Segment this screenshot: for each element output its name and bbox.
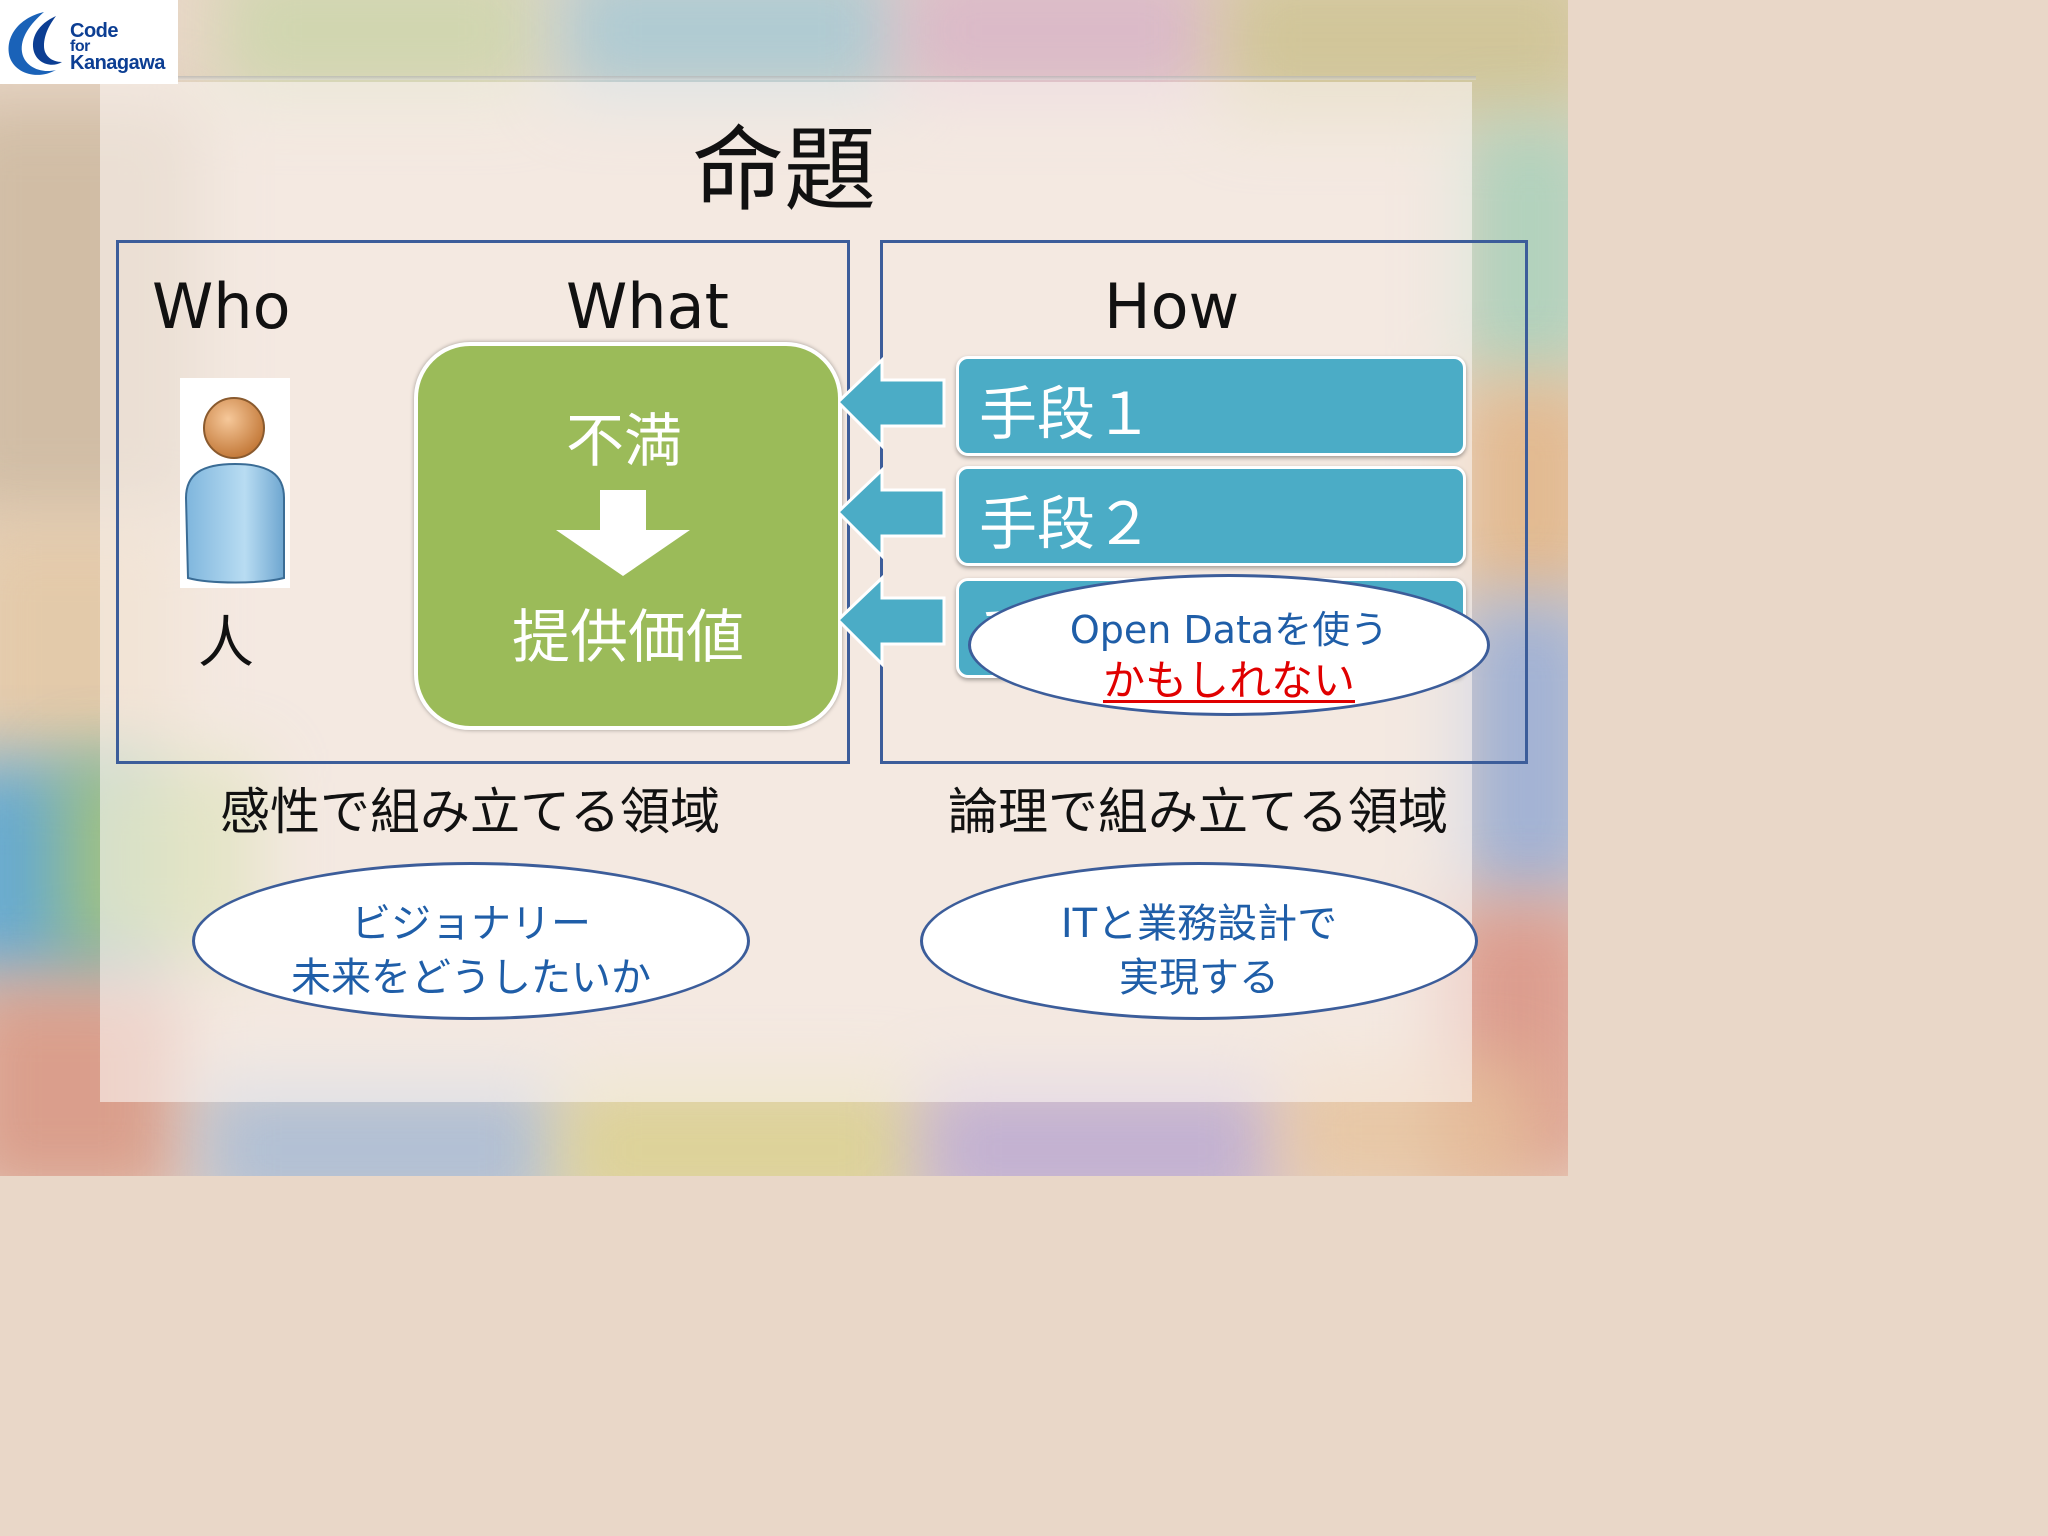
means-2-box: 手段２ bbox=[956, 466, 1466, 566]
person-label: 人 bbox=[198, 611, 254, 676]
slide-title: 命題 bbox=[691, 117, 876, 224]
visionary-line-1: ビジョナリー bbox=[351, 901, 591, 947]
means-2-arrow-icon bbox=[838, 466, 946, 560]
means-1-label: 手段１ bbox=[979, 380, 1154, 448]
logo-line-for: for bbox=[70, 38, 90, 55]
code-for-kanagawa-logo: Code for Kanagawa bbox=[0, 0, 178, 84]
means-1-box: 手段１ bbox=[956, 356, 1466, 456]
left-area-label: 感性で組み立てる領域 bbox=[220, 783, 720, 841]
implementation-line-2: 実現する bbox=[1119, 955, 1279, 1001]
right-area-label: 論理で組み立てる領域 bbox=[948, 783, 1448, 841]
visionary-ellipse: ビジョナリー 未来をどうしたいか bbox=[192, 862, 750, 1020]
implementation-ellipse: ITと業務設計で 実現する bbox=[920, 862, 1478, 1020]
means-2-label: 手段２ bbox=[979, 490, 1154, 558]
dissatisfaction-label: 不満 bbox=[565, 407, 682, 475]
means-3-arrow-icon bbox=[838, 574, 946, 668]
logo-line-kanagawa: Kanagawa bbox=[70, 52, 165, 74]
logo-swirl-icon bbox=[8, 12, 63, 75]
who-heading: Who bbox=[152, 270, 291, 343]
means-1-arrow-icon bbox=[838, 356, 946, 450]
provided-value-label: 提供価値 bbox=[511, 603, 744, 671]
implementation-line-1: ITと業務設計で bbox=[1060, 901, 1338, 947]
open-data-callout: Open Dataを使う かもしれない bbox=[968, 574, 1490, 716]
logo-line-code: Code bbox=[70, 20, 118, 42]
callout-line-2: かもしれない bbox=[971, 647, 1487, 708]
how-heading: How bbox=[1104, 270, 1240, 343]
top-rule bbox=[178, 76, 1476, 80]
callout-line-1: Open Dataを使う bbox=[1069, 608, 1389, 652]
person-icon bbox=[180, 378, 290, 588]
visionary-line-2: 未来をどうしたいか bbox=[291, 955, 651, 1001]
callout-line-2-text: かもしれない bbox=[1102, 656, 1355, 705]
down-arrow-icon bbox=[556, 490, 690, 576]
what-heading: What bbox=[566, 270, 729, 343]
